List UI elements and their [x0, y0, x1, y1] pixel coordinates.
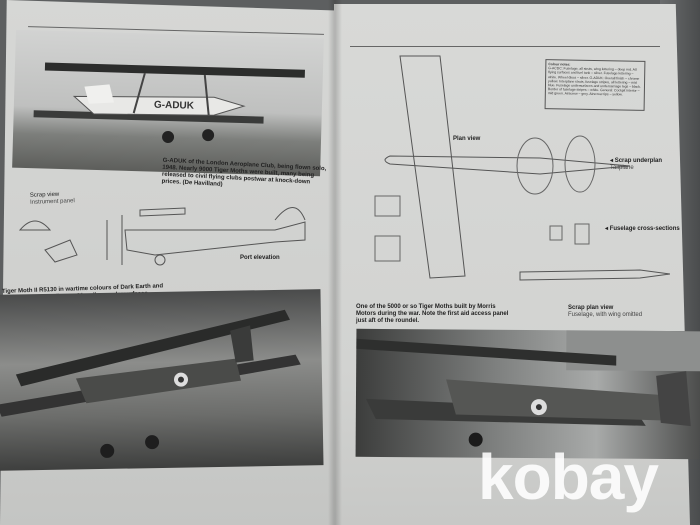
cross-sections-label: ◂ Fuselage cross-sections: [605, 226, 680, 232]
scrap-underplan-subtitle: Tailplane: [610, 165, 634, 171]
plan-view-drawing-icon: [374, 55, 670, 281]
biplane-photo-icon: G-ADUK: [33, 62, 305, 144]
port-elevation-label: Port elevation: [240, 255, 280, 261]
photo-right-caption: One of the 5000 or so Tiger Moths built …: [356, 304, 509, 324]
scrap-plan-title: Scrap plan view: [568, 305, 614, 311]
plan-view-label: Plan view: [453, 136, 481, 142]
page-gutter: [328, 0, 342, 525]
camouflaged-biplane-icon: [0, 309, 301, 458]
photo-morris-tiger-moth: [355, 328, 700, 460]
colour-notes-text: G-ACDC: Fuselage, all struts, wing lette…: [547, 66, 641, 97]
registration-text: G-ADUK: [154, 100, 195, 112]
port-elevation-drawing-icon: [18, 207, 306, 266]
scrap-view-title: Scrap view: [29, 191, 60, 199]
parked-biplane-icon: [356, 330, 700, 447]
cross-sections-text: Fuselage cross-sections: [609, 226, 680, 232]
scrap-underplan-title: Scrap underplan: [614, 158, 663, 164]
colour-notes-box: Colour notes:G-ACDC: Fuselage, all strut…: [544, 59, 646, 111]
photo-camouflaged-biplane: [0, 289, 324, 471]
photo-g-aduk-biplane: G-ADUK: [12, 29, 324, 177]
header-rule: [350, 46, 660, 47]
watermark-logo: kobay: [478, 441, 659, 513]
scrap-plan-subtitle: Fuselage, with wing omitted: [568, 312, 643, 318]
